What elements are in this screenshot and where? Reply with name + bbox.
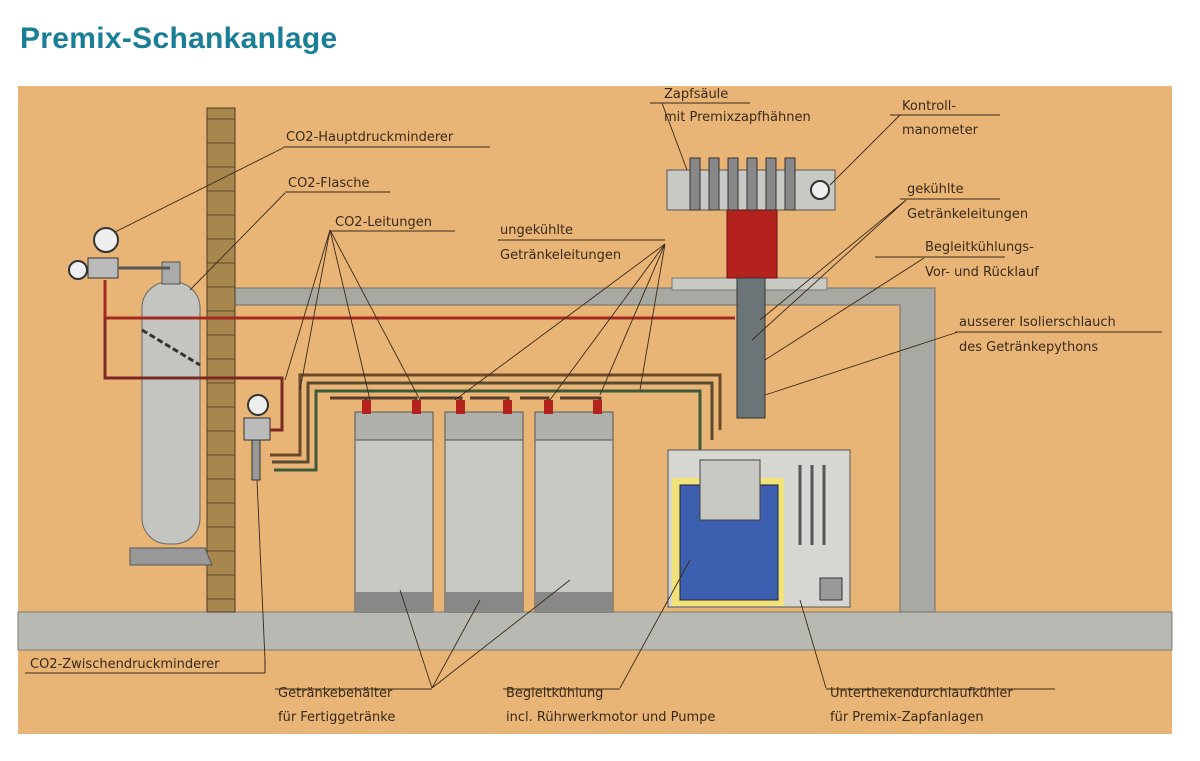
- co2-lines: [103, 280, 735, 472]
- label-insulation-2: des Getränkepythons: [959, 340, 1098, 355]
- page-title: Premix-Schankanlage: [20, 22, 338, 55]
- under-counter-cooler: [667, 449, 851, 608]
- co2-main-regulator: [68, 227, 170, 280]
- co2-bottle: [129, 261, 213, 566]
- beverage-containers: [354, 400, 614, 613]
- label-co2-lines: CO2-Leitungen: [335, 215, 432, 230]
- label-co2-main-regulator: CO2-Hauptdruckminderer: [286, 130, 454, 145]
- label-gauge-2: manometer: [902, 123, 979, 138]
- leader-lines: [114, 102, 959, 689]
- control-manometer: [810, 180, 830, 200]
- keg-3: [534, 400, 614, 613]
- label-insulation-1: ausserer Isolierschlauch: [959, 315, 1116, 330]
- keg-1: [354, 400, 434, 613]
- label-tower-1: Zapfsäule: [664, 87, 728, 102]
- floor: [17, 611, 1173, 651]
- label-uncooled-lines-2: Getränkeleitungen: [500, 248, 621, 263]
- label-uncooled-lines-1: ungekühlte: [500, 223, 573, 238]
- dispensing-tower: [666, 157, 836, 419]
- label-co2-secondary-regulator: CO2-Zwischendruckminderer: [30, 657, 220, 672]
- keg-2: [444, 400, 524, 613]
- label-recirc-unit-1: Begleitkühlung: [506, 686, 603, 701]
- label-tower-2: mit Premixzapfhähnen: [664, 110, 811, 125]
- brick-pillar: [206, 107, 236, 613]
- label-cooled-lines-1: gekühlte: [907, 182, 964, 197]
- label-cooled-lines-2: Getränkeleitungen: [907, 207, 1028, 222]
- label-recirc-unit-2: incl. Rührwerkmotor und Pumpe: [506, 710, 715, 725]
- label-containers-1: Getränkebehälter: [278, 686, 393, 701]
- label-co2-bottle: CO2-Flasche: [288, 176, 370, 191]
- co2-secondary-regulator: [243, 394, 271, 481]
- labels: CO2-Hauptdruckminderer CO2-Flasche CO2-L…: [25, 87, 1162, 725]
- label-containers-2: für Fertiggetränke: [278, 710, 395, 725]
- label-recirc-1: Begleitkühlungs-: [925, 240, 1034, 255]
- label-recirc-2: Vor- und Rücklauf: [925, 265, 1039, 280]
- label-gauge-1: Kontroll-: [902, 99, 956, 114]
- beverage-python: [736, 277, 766, 419]
- label-cooler-2: für Premix-Zapfanlagen: [830, 710, 984, 725]
- label-cooler-1: Unterthekendurchlaufkühler: [830, 686, 1013, 701]
